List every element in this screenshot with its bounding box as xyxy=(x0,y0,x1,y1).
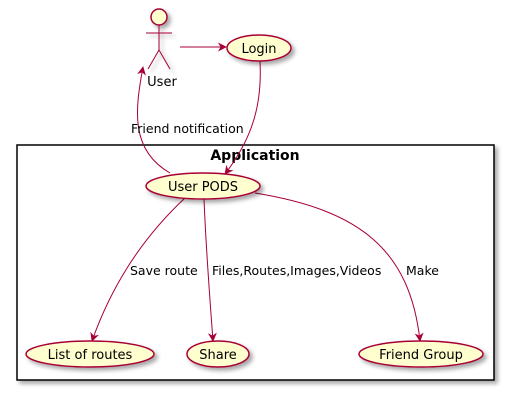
use-case-friend-group-label: Friend Group xyxy=(379,348,463,363)
use-case-friend-group[interactable]: Friend Group xyxy=(358,340,484,368)
edge-save-route xyxy=(90,197,186,342)
use-case-share-label: Share xyxy=(199,348,237,363)
actor-label: User xyxy=(147,75,177,90)
use-case-list-of-routes-label: List of routes xyxy=(48,348,133,363)
edge-files xyxy=(203,198,217,342)
user-actor[interactable] xyxy=(146,8,172,70)
edge-label-friend-notification: Friend notification xyxy=(131,121,244,136)
use-case-login[interactable]: Login xyxy=(226,34,292,62)
use-case-user-pods[interactable]: User PODS xyxy=(145,172,261,200)
edge-friend-notification xyxy=(137,66,171,174)
use-case-user-pods-label: User PODS xyxy=(168,180,238,195)
use-case-share[interactable]: Share xyxy=(186,340,250,368)
use-case-login-label: Login xyxy=(241,42,276,57)
package-title: Application xyxy=(210,148,299,164)
edge-make xyxy=(254,192,424,342)
edge-label-files: Files,Routes,Images,Videos xyxy=(212,263,381,278)
edge-label-save-route: Save route xyxy=(130,263,198,278)
edge-label-make: Make xyxy=(406,263,439,278)
edge-login-userpods xyxy=(224,60,261,175)
use-case-list-of-routes[interactable]: List of routes xyxy=(25,340,155,368)
